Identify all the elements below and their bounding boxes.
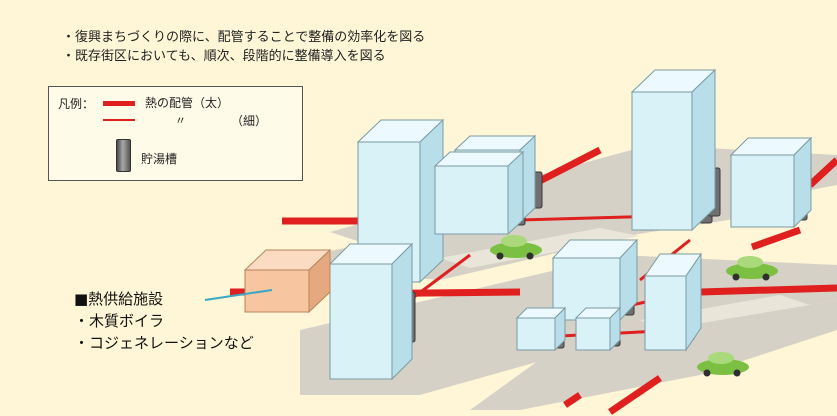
legend-thin-pipe-label: （細）	[231, 114, 268, 128]
heat-supply-facility	[243, 248, 332, 314]
building	[644, 252, 702, 352]
building	[574, 306, 622, 352]
thick-pipe	[750, 226, 802, 251]
thin-pipe-swatch	[103, 119, 135, 121]
thick-pipe	[563, 392, 582, 408]
building	[433, 150, 525, 236]
thin-pipe	[409, 253, 471, 302]
bullet-point: ・既存街区においても、順次、段階的に整備導入を図る	[62, 49, 386, 64]
building	[328, 242, 414, 381]
legend-title: 凡例：	[58, 97, 95, 111]
facility-pointer	[204, 289, 273, 301]
legend-tank-label: 貯湯槽	[141, 152, 178, 166]
car-icon	[490, 235, 542, 260]
car-icon	[697, 352, 749, 377]
building	[515, 306, 567, 352]
building	[729, 136, 813, 229]
ground-slab	[470, 300, 837, 410]
facility-item: ・コジェネレーションなど	[74, 334, 254, 352]
thick-pipe	[608, 375, 662, 415]
facility-title: ■熱供給施設	[74, 290, 164, 308]
car-icon	[726, 256, 778, 281]
legend-ditto-mark: 〃	[175, 114, 186, 127]
legend-box: 凡例： 熱の配管（太） 〃 （細） 貯湯槽	[48, 86, 303, 181]
building	[630, 68, 717, 232]
tank-icon	[116, 139, 131, 172]
thick-pipe	[699, 284, 837, 296]
legend-thick-pipe-label: 熱の配管（太）	[145, 96, 230, 110]
thick-pipe-swatch	[103, 101, 135, 106]
thick-pipe	[807, 157, 837, 188]
bullet-point: ・復興まちづくりの際に、配管することで整備の効率化を図る	[62, 30, 426, 45]
facility-item: ・木質ボイラ	[74, 312, 165, 330]
